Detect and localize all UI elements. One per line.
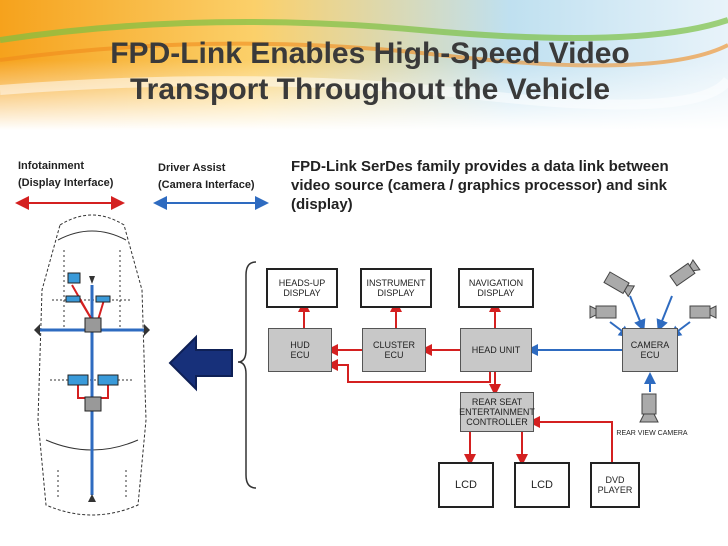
hud-ecu-box: HUD ECU (268, 328, 332, 372)
driver-assist-label-line1: Driver Assist (158, 162, 226, 174)
brace (237, 261, 257, 489)
head-unit-box: HEAD UNIT (460, 328, 532, 372)
lcd-left-box: LCD (438, 462, 494, 508)
camera-ecu-box: CAMERA ECU (622, 328, 678, 372)
title-line-1: FPD-Link Enables High-Speed Video (110, 37, 630, 70)
driver-assist-label-line2: (Camera Interface) (158, 179, 255, 191)
infotainment-label-line1: Infotainment (18, 160, 84, 172)
title-line-2: Transport Throughout the Vehicle (129, 73, 611, 106)
navigation-display-box: NAVIGATION DISPLAY (458, 268, 534, 308)
camera-icons (589, 258, 717, 423)
rear-seat-controller-box: REAR SEAT ENTERTAINMENT CONTROLLER (459, 392, 535, 432)
description-text: FPD-Link SerDes family provides a data l… (291, 158, 669, 213)
driver-assist-label: Driver Assist (Camera Interface) (158, 160, 255, 194)
heads-up-display-box: HEADS-UP DISPLAY (266, 268, 338, 308)
block-connections (298, 295, 691, 466)
cluster-ecu-box: CLUSTER ECU (362, 328, 426, 372)
dvd-player-box: DVD PLAYER (590, 462, 640, 508)
lcd-right-box: LCD (514, 462, 570, 508)
big-left-arrow-icon (168, 334, 233, 392)
slide-title: FPD-Link Enables High-Speed Video Transp… (60, 36, 680, 108)
instrument-display-box: INSTRUMENT DISPLAY (360, 268, 432, 308)
car-wiring (40, 284, 145, 495)
rear-view-camera-label: REAR VIEW CAMERA (616, 430, 688, 437)
infotainment-label-line2: (Display Interface) (18, 177, 114, 189)
infotainment-label: Infotainment (Display Interface) (18, 158, 113, 192)
car-components (34, 272, 150, 502)
header-decoration (0, 0, 728, 130)
